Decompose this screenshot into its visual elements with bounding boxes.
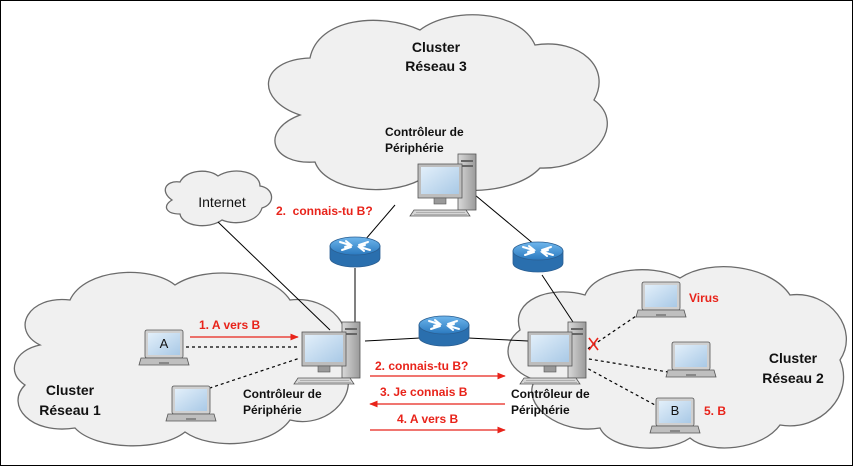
controller-right-label-2: Périphérie	[511, 403, 570, 417]
router-icon	[329, 236, 381, 268]
cluster-2-subtitle: Réseau 2	[762, 370, 824, 386]
host-b-label: B	[671, 403, 680, 418]
cluster-3-title: Cluster	[412, 39, 461, 55]
message-4: 4. A vers B	[397, 412, 458, 426]
message-arrows	[190, 333, 506, 434]
laptop-icon	[635, 281, 687, 318]
cluster-1-subtitle: Réseau 1	[39, 402, 101, 418]
message-1: 1. A vers B	[199, 318, 260, 332]
router-icon	[418, 315, 470, 347]
message-5: 5. B	[704, 404, 726, 418]
internet-label: Internet	[198, 194, 246, 210]
cluster-1-title: Cluster	[46, 382, 95, 398]
controller-left-label-2: Périphérie	[243, 403, 302, 417]
laptop-icon	[165, 385, 217, 422]
cluster-3-subtitle: Réseau 3	[405, 58, 467, 74]
network-links	[217, 194, 574, 342]
cluster-3-cloud	[267, 14, 608, 192]
internet-cloud	[164, 170, 273, 227]
controller-right-label: Contrôleur de	[511, 387, 590, 401]
cluster-2-title: Cluster	[769, 350, 818, 366]
message-3: 3. Je connais B	[380, 385, 468, 399]
laptop-icon	[665, 341, 717, 378]
virus-label: Virus	[689, 291, 719, 305]
controller-left-label: Contrôleur de	[243, 387, 322, 401]
message-2-top: 2. connais-tu B?	[276, 204, 373, 218]
blocked-x-icon	[588, 337, 599, 351]
message-2: 2. connais-tu B?	[375, 359, 468, 373]
host-links	[180, 311, 669, 406]
controller-top-label-2: Périphérie	[385, 141, 444, 155]
host-a-label: A	[160, 336, 169, 351]
controller-top-label: Contrôleur de	[385, 125, 464, 139]
router-icon	[512, 241, 564, 273]
